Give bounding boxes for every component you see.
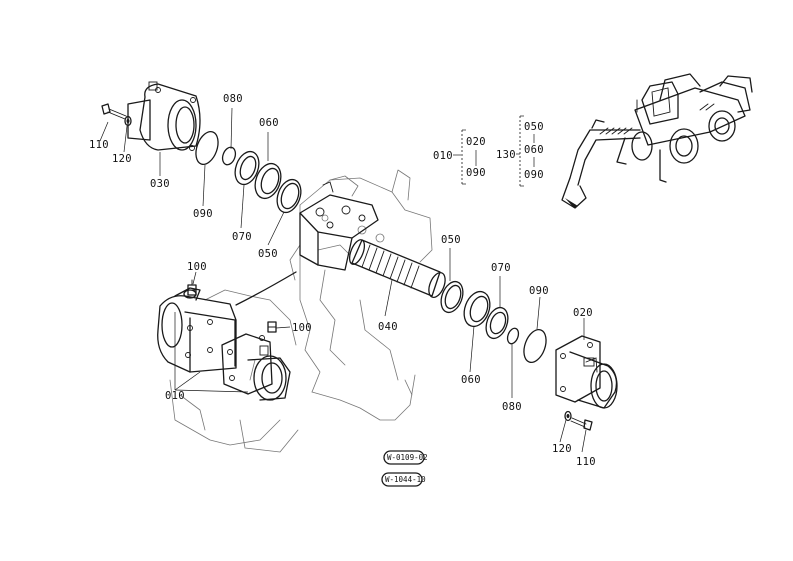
label-060-right: 060 (461, 374, 481, 386)
label-050-left: 050 (258, 248, 278, 260)
washer-120-left (124, 115, 132, 127)
legend-group-130: 130 050 060 090 (496, 115, 544, 187)
washer-120-right (564, 410, 572, 422)
label-010-main: 010 (165, 390, 185, 402)
housing-ghost (169, 169, 433, 453)
legend-010-item-0: 020 (466, 136, 486, 148)
label-070-left: 070 (232, 231, 252, 243)
label-100-top: 100 (187, 261, 207, 273)
callout-labels: 110 120 030 090 080 060 070 050 040 050 … (89, 93, 596, 468)
legend-group-010: 010 020 090 (433, 129, 486, 185)
label-100-mid: 100 (292, 322, 312, 334)
tag-ref-1: W-0109-02 (387, 453, 428, 462)
label-110-right: 110 (576, 456, 596, 468)
backhoe-tractor-icon (561, 73, 753, 209)
label-070-right: 070 (491, 262, 511, 274)
fitting-100-top (187, 279, 197, 296)
seal-070-left (234, 150, 260, 186)
label-120-right: 120 (552, 443, 572, 455)
leader-lines (99, 107, 587, 453)
ring-050-right (440, 280, 464, 314)
label-060-left: 060 (259, 117, 279, 129)
seal-060-left (254, 162, 282, 200)
ring-050-left (276, 178, 302, 214)
o-ring-080-right (506, 327, 520, 345)
label-090-right: 090 (529, 285, 549, 297)
legend-010-item-1: 090 (466, 167, 486, 179)
legend-130-item-2: 090 (524, 169, 544, 181)
label-080-right: 080 (502, 401, 522, 413)
label-110-left: 110 (89, 139, 109, 151)
label-090-left: 090 (193, 208, 213, 220)
o-ring-090-left (195, 131, 219, 165)
legend-130-item-1: 060 (524, 144, 544, 156)
label-050-right: 050 (441, 234, 461, 246)
cylinder-030 (127, 81, 201, 151)
legend-010-parent: 010 (433, 150, 453, 162)
tag-ref-2: W-1044-10 (385, 475, 426, 484)
fitting-100-mid (267, 321, 277, 333)
bolt-110-left (101, 103, 127, 120)
valve-body (299, 181, 379, 271)
seal-070-right (485, 306, 509, 340)
reference-tags: W-0109-02 W-1044-10 (381, 450, 428, 487)
label-120-left: 120 (112, 153, 132, 165)
spool-040 (348, 239, 446, 298)
cylinder-020 (555, 335, 618, 409)
label-030: 030 (150, 178, 170, 190)
legend-130-item-0: 050 (524, 121, 544, 133)
label-080-left: 080 (223, 93, 243, 105)
label-040: 040 (378, 321, 398, 333)
o-ring-090-right (523, 329, 547, 363)
legend-130-parent: 130 (496, 149, 516, 161)
valve-assembly-010 (157, 287, 291, 401)
seal-060-right (463, 290, 491, 328)
hydraulic-pipe (235, 271, 297, 306)
bolt-110-right (570, 417, 593, 431)
label-020-right: 020 (573, 307, 593, 319)
o-ring-080-left (221, 146, 237, 166)
